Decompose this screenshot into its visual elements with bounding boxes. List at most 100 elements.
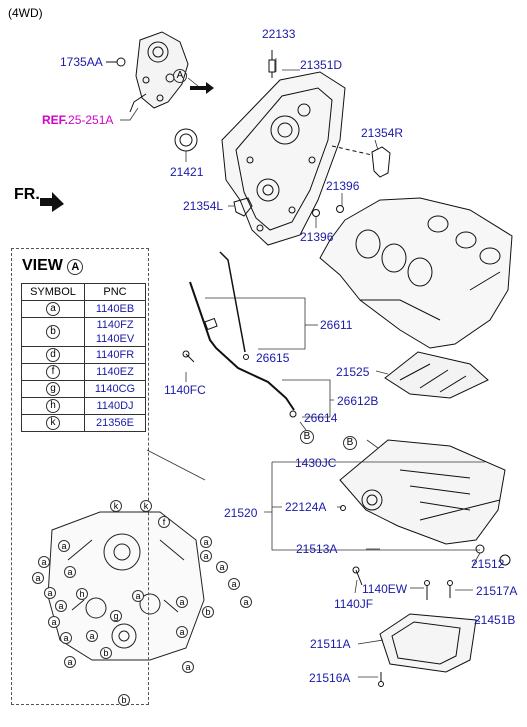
view-symbol-callout: a: [60, 632, 72, 644]
pnc-row: a 1140EB: [21, 300, 146, 318]
view-symbol-callout: a: [48, 616, 60, 628]
gasket-21354L-drawing: [233, 197, 253, 217]
symbol-circle: h: [46, 399, 60, 413]
view-symbol-callout: f: [158, 516, 170, 528]
dipstick-drawing: [182, 251, 297, 418]
bolt-1140JF-drawing: [352, 566, 363, 586]
timing-cover-drawing: [221, 71, 346, 246]
header-variant: (4WD): [8, 6, 43, 20]
label-26612B[interactable]: 26612B: [337, 394, 379, 408]
label-21451B[interactable]: 21451B: [474, 613, 516, 627]
pnc-symbol: k: [21, 414, 85, 432]
pnc-row: g 1140CG: [21, 380, 146, 398]
cylinder-block-drawing: [319, 197, 513, 349]
oil-pan-upper-drawing: [339, 439, 506, 545]
label-1430JC[interactable]: 1430JC: [295, 456, 337, 470]
view-symbol-callout: a: [64, 656, 76, 668]
view-symbol-callout: k: [140, 500, 152, 512]
pnc-symbol: d: [21, 346, 85, 364]
label-21354R[interactable]: 21354R: [361, 126, 404, 140]
seal-21421-drawing: [174, 128, 198, 152]
label-21517A[interactable]: 21517A: [476, 584, 518, 598]
pnc-value[interactable]: 1140FR: [84, 346, 146, 364]
view-symbol-callout: g: [110, 610, 122, 622]
gasket-21354R-drawing: [371, 146, 391, 178]
view-symbol-callout: a: [44, 587, 56, 599]
pnc-value[interactable]: 1140EZ: [84, 363, 146, 381]
bolt-1735AA-drawing: [106, 57, 126, 67]
view-symbol-callout: k: [110, 500, 122, 512]
label-21525[interactable]: 21525: [336, 365, 370, 379]
view-symbol-callout: a: [200, 536, 212, 548]
col-symbol: SYMBOL: [21, 283, 85, 301]
view-symbol-callout: a: [200, 550, 212, 562]
label-21513A[interactable]: 21513A: [296, 542, 338, 556]
pnc-symbol: g: [21, 380, 85, 398]
view-title-text: VIEW: [22, 257, 63, 274]
pnc-symbol: a: [21, 300, 85, 318]
label-26611[interactable]: 26611: [320, 318, 353, 332]
sub-b-callout-2: B: [343, 434, 357, 450]
view-symbol-callout: b: [202, 606, 214, 618]
view-a-callout: A: [173, 67, 187, 83]
sub-b-callout-1: B: [300, 428, 314, 444]
pnc-value[interactable]: 1140DJ: [84, 397, 146, 415]
bolt-21516A-drawing: [378, 672, 384, 687]
view-symbol-callout: a: [55, 600, 67, 612]
label-21520[interactable]: 21520: [224, 506, 258, 520]
label-21511A[interactable]: 21511A: [310, 637, 351, 651]
reference-link[interactable]: REF.25-251A: [42, 113, 113, 127]
label-21516A[interactable]: 21516A: [309, 671, 351, 685]
pnc-value[interactable]: 1140CG: [84, 380, 146, 398]
pnc-value[interactable]: 21356E: [84, 414, 146, 432]
symbol-circle: k: [46, 416, 60, 430]
label-26615[interactable]: 26615: [256, 351, 290, 365]
oil-pan-lower-drawing: [379, 613, 477, 673]
pnc-value[interactable]: 1140EB: [84, 300, 146, 318]
label-1140FC[interactable]: 1140FC: [164, 383, 206, 397]
front-arrow-icon: [40, 192, 64, 212]
pnc-symbol: h: [21, 397, 85, 415]
view-symbol-callout: a: [182, 661, 194, 673]
view-symbol-callout: a: [216, 561, 228, 573]
view-symbol-callout: b: [118, 694, 130, 706]
view-symbol-callout: a: [64, 566, 76, 578]
bolt-21517A-drawing: [447, 580, 453, 598]
pnc-table-header: SYMBOL PNC: [21, 283, 146, 301]
pnc-row: h 1140DJ: [21, 397, 146, 415]
label-21351D[interactable]: 21351D: [300, 58, 343, 72]
label-1140JF[interactable]: 1140JF: [334, 597, 374, 611]
label-21512[interactable]: 21512: [471, 557, 505, 571]
label-21396-a[interactable]: 21396: [326, 179, 360, 193]
pin-22133-drawing: [268, 50, 276, 78]
view-symbol-callout: h: [76, 588, 88, 600]
label-26614[interactable]: 26614: [304, 411, 338, 425]
view-symbol-callout: a: [132, 590, 144, 602]
reference-code: 25-251A: [68, 113, 114, 127]
label-1140EW[interactable]: 1140EW: [362, 582, 408, 596]
symbol-circle: g: [46, 382, 60, 396]
label-21354L[interactable]: 21354L: [183, 199, 224, 213]
view-symbol-callout: a: [228, 578, 240, 590]
label-22133[interactable]: 22133: [262, 27, 296, 41]
view-symbol-callout: a: [86, 630, 98, 642]
pnc-symbol: b: [21, 317, 85, 347]
view-symbol-callout: a: [58, 540, 70, 552]
label-21421[interactable]: 21421: [170, 165, 204, 179]
label-21396-b[interactable]: 21396: [300, 230, 334, 244]
view-symbol-callout: a: [38, 556, 50, 568]
label-22124A[interactable]: 22124A: [285, 500, 327, 514]
view-a-title: VIEW A: [22, 257, 84, 275]
reference-prefix: REF.: [42, 113, 69, 127]
symbol-circle: f: [46, 365, 60, 379]
view-a-detail-drawing: [47, 511, 205, 661]
view-a-panel: [11, 248, 149, 705]
view-arrow: [190, 82, 214, 94]
label-1735AA[interactable]: 1735AA: [60, 55, 103, 69]
symbol-circle: a: [46, 302, 60, 316]
